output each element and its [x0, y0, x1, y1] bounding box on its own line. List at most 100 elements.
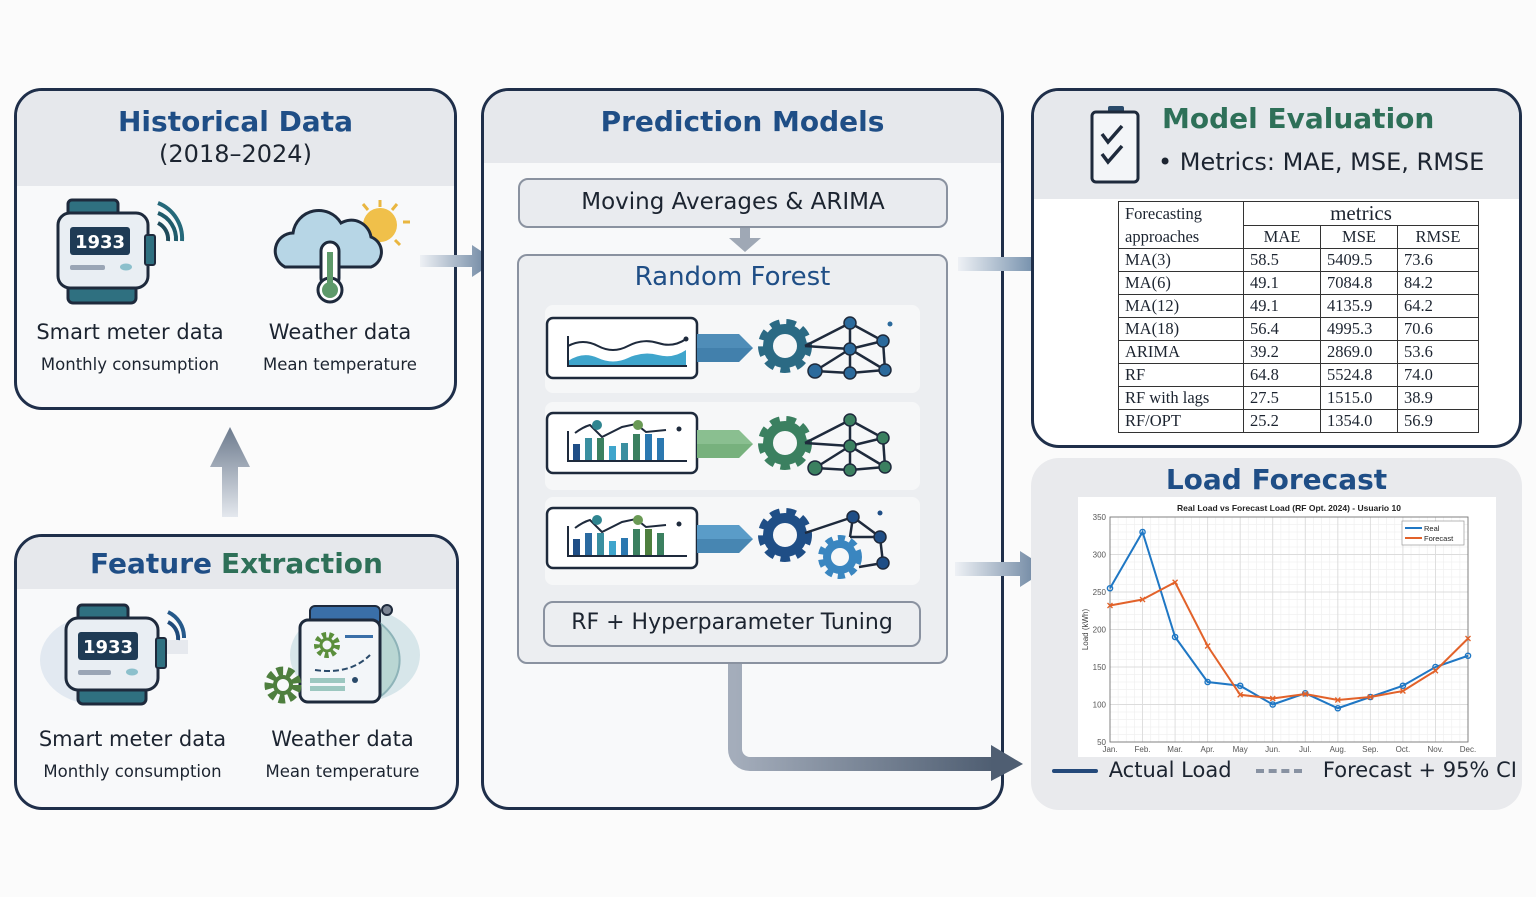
rf-hyperparameter-tuning-box: RF + Hyperparameter Tuning: [543, 601, 921, 647]
arrow-right-icon: [420, 245, 496, 277]
metric-cell: 53.6: [1397, 340, 1479, 364]
x-tick-label: May: [1233, 745, 1248, 754]
x-tick-label: Nov.: [1428, 745, 1444, 754]
y-tick-label: 50: [1097, 738, 1106, 747]
metric-cell: 56.4: [1243, 317, 1321, 341]
metric-cell: 2869.0: [1320, 340, 1398, 364]
smart-meter-icon: 1933: [40, 603, 188, 706]
approach-cell: MA(3): [1118, 248, 1244, 272]
metric-cell: 7084.8: [1320, 271, 1398, 295]
feature-weather-label: Weather data: [271, 727, 414, 751]
metric-cell: 4135.9: [1320, 294, 1398, 318]
chart-title: Real Load vs Forecast Load (RF Opt. 2024…: [1177, 503, 1401, 513]
historical-weather-label: Weather data: [268, 320, 412, 344]
data-point-real: [1106, 584, 1114, 592]
series-line-real: [1109, 529, 1469, 710]
metrics-group-header: metrics: [1243, 201, 1479, 226]
approaches-header-line2: approaches: [1125, 227, 1200, 246]
gear-network-icon: [758, 316, 893, 380]
data-point-forecast: [1204, 643, 1211, 649]
feature-weather-sub: Mean temperature: [265, 762, 420, 781]
historical-data-subtitle: (2018–2024): [159, 140, 312, 168]
series-line-forecast: [1109, 580, 1469, 702]
moving-averages-arima-box: Moving Averages & ARIMA: [518, 178, 948, 228]
feature-smart-meter-label: Smart meter data: [38, 727, 227, 751]
metric-cell: 25.2: [1243, 409, 1321, 433]
data-point-forecast: [1269, 695, 1276, 702]
approach-cell: RF: [1118, 363, 1244, 387]
metric-cell: 49.1: [1243, 271, 1321, 295]
approach-cell: MA(18): [1118, 317, 1244, 341]
metric-cell: 56.9: [1397, 409, 1479, 433]
data-point-forecast: [1465, 635, 1471, 642]
chevron-arrow-icon: [697, 334, 753, 362]
x-tick-label: Mar.: [1167, 745, 1183, 754]
approaches-header: Forecasting approaches: [1118, 201, 1244, 249]
metric-cell: 49.1: [1243, 294, 1321, 318]
data-point-real: [1301, 689, 1309, 697]
double-gear-icon: [758, 508, 890, 579]
data-point-forecast: [1302, 691, 1309, 697]
historical-data-panel: Historical Data (2018–2024): [14, 88, 457, 410]
x-tick-label: Jun.: [1265, 745, 1280, 754]
metrics-table: Forecasting approaches metrics MAE MSE R…: [1118, 201, 1479, 433]
y-tick-label: 300: [1093, 551, 1107, 560]
approach-cell: MA(6): [1118, 271, 1244, 295]
actual-load-legend-swatch: [1052, 769, 1098, 773]
y-tick-label: 350: [1093, 513, 1107, 522]
metric-cell: 1515.0: [1320, 386, 1398, 410]
x-tick-label: Dec.: [1460, 745, 1476, 754]
metric-cell: 64.8: [1243, 363, 1321, 387]
feature-extraction-header: Feature Extraction: [17, 537, 456, 589]
legend-label-forecast: Forecast: [1424, 534, 1454, 543]
actual-load-legend-label: Actual Load: [1108, 758, 1232, 782]
approach-cell: RF/OPT: [1118, 409, 1244, 433]
column-header-mae: MAE: [1243, 224, 1321, 249]
arrow-right-icon: [955, 551, 1048, 587]
x-tick-label: Feb.: [1135, 745, 1151, 754]
data-point-real: [1464, 652, 1472, 660]
gear-network-icon: [758, 413, 892, 477]
data-point-real: [1171, 633, 1179, 641]
data-point-forecast: [1399, 688, 1406, 694]
data-point-real: [1399, 682, 1407, 690]
y-tick-label: 100: [1093, 701, 1107, 710]
data-point-forecast: [1172, 579, 1179, 586]
x-tick-label: Jul.: [1299, 745, 1311, 754]
model-evaluation-title: Model Evaluation: [1162, 102, 1435, 135]
area-chart-icon: [545, 316, 699, 380]
x-tick-label: Sep.: [1362, 745, 1378, 754]
weather-processing-icon: [264, 604, 420, 704]
data-point-forecast: [1139, 596, 1146, 603]
x-tick-label: Jan.: [1102, 745, 1117, 754]
arrow-up-icon: [210, 427, 250, 517]
chart-legend-box: [1401, 520, 1465, 546]
metric-cell: 74.0: [1397, 363, 1479, 387]
historical-smart-meter-sub: Monthly consumption: [40, 355, 220, 374]
data-point-forecast: [1432, 667, 1439, 674]
metrics-bullet: • Metrics: MAE, MSE, RMSE: [1158, 148, 1485, 176]
metric-cell: 4995.3: [1320, 317, 1398, 341]
x-tick-label: Oct.: [1396, 745, 1411, 754]
y-axis-label: Load (kWh): [1081, 608, 1090, 650]
weather-icon: [273, 200, 410, 304]
feature-title-part1: Feature: [90, 547, 213, 580]
y-tick-label: 150: [1093, 663, 1107, 672]
metric-cell: 5409.5: [1320, 248, 1398, 272]
meter-reading: 1933: [83, 637, 133, 658]
feature-title-part2: Extraction: [220, 547, 383, 580]
bar-chart-icon: [545, 411, 699, 475]
metric-cell: 84.2: [1397, 271, 1479, 295]
approach-cell: ARIMA: [1118, 340, 1244, 364]
data-point-real: [1269, 701, 1277, 708]
metric-cell: 73.6: [1397, 248, 1479, 272]
data-point-forecast: [1367, 694, 1374, 700]
data-point-forecast: [1237, 691, 1244, 698]
y-tick-label: 250: [1093, 588, 1107, 597]
historical-data-header: Historical Data (2018–2024): [17, 91, 454, 186]
